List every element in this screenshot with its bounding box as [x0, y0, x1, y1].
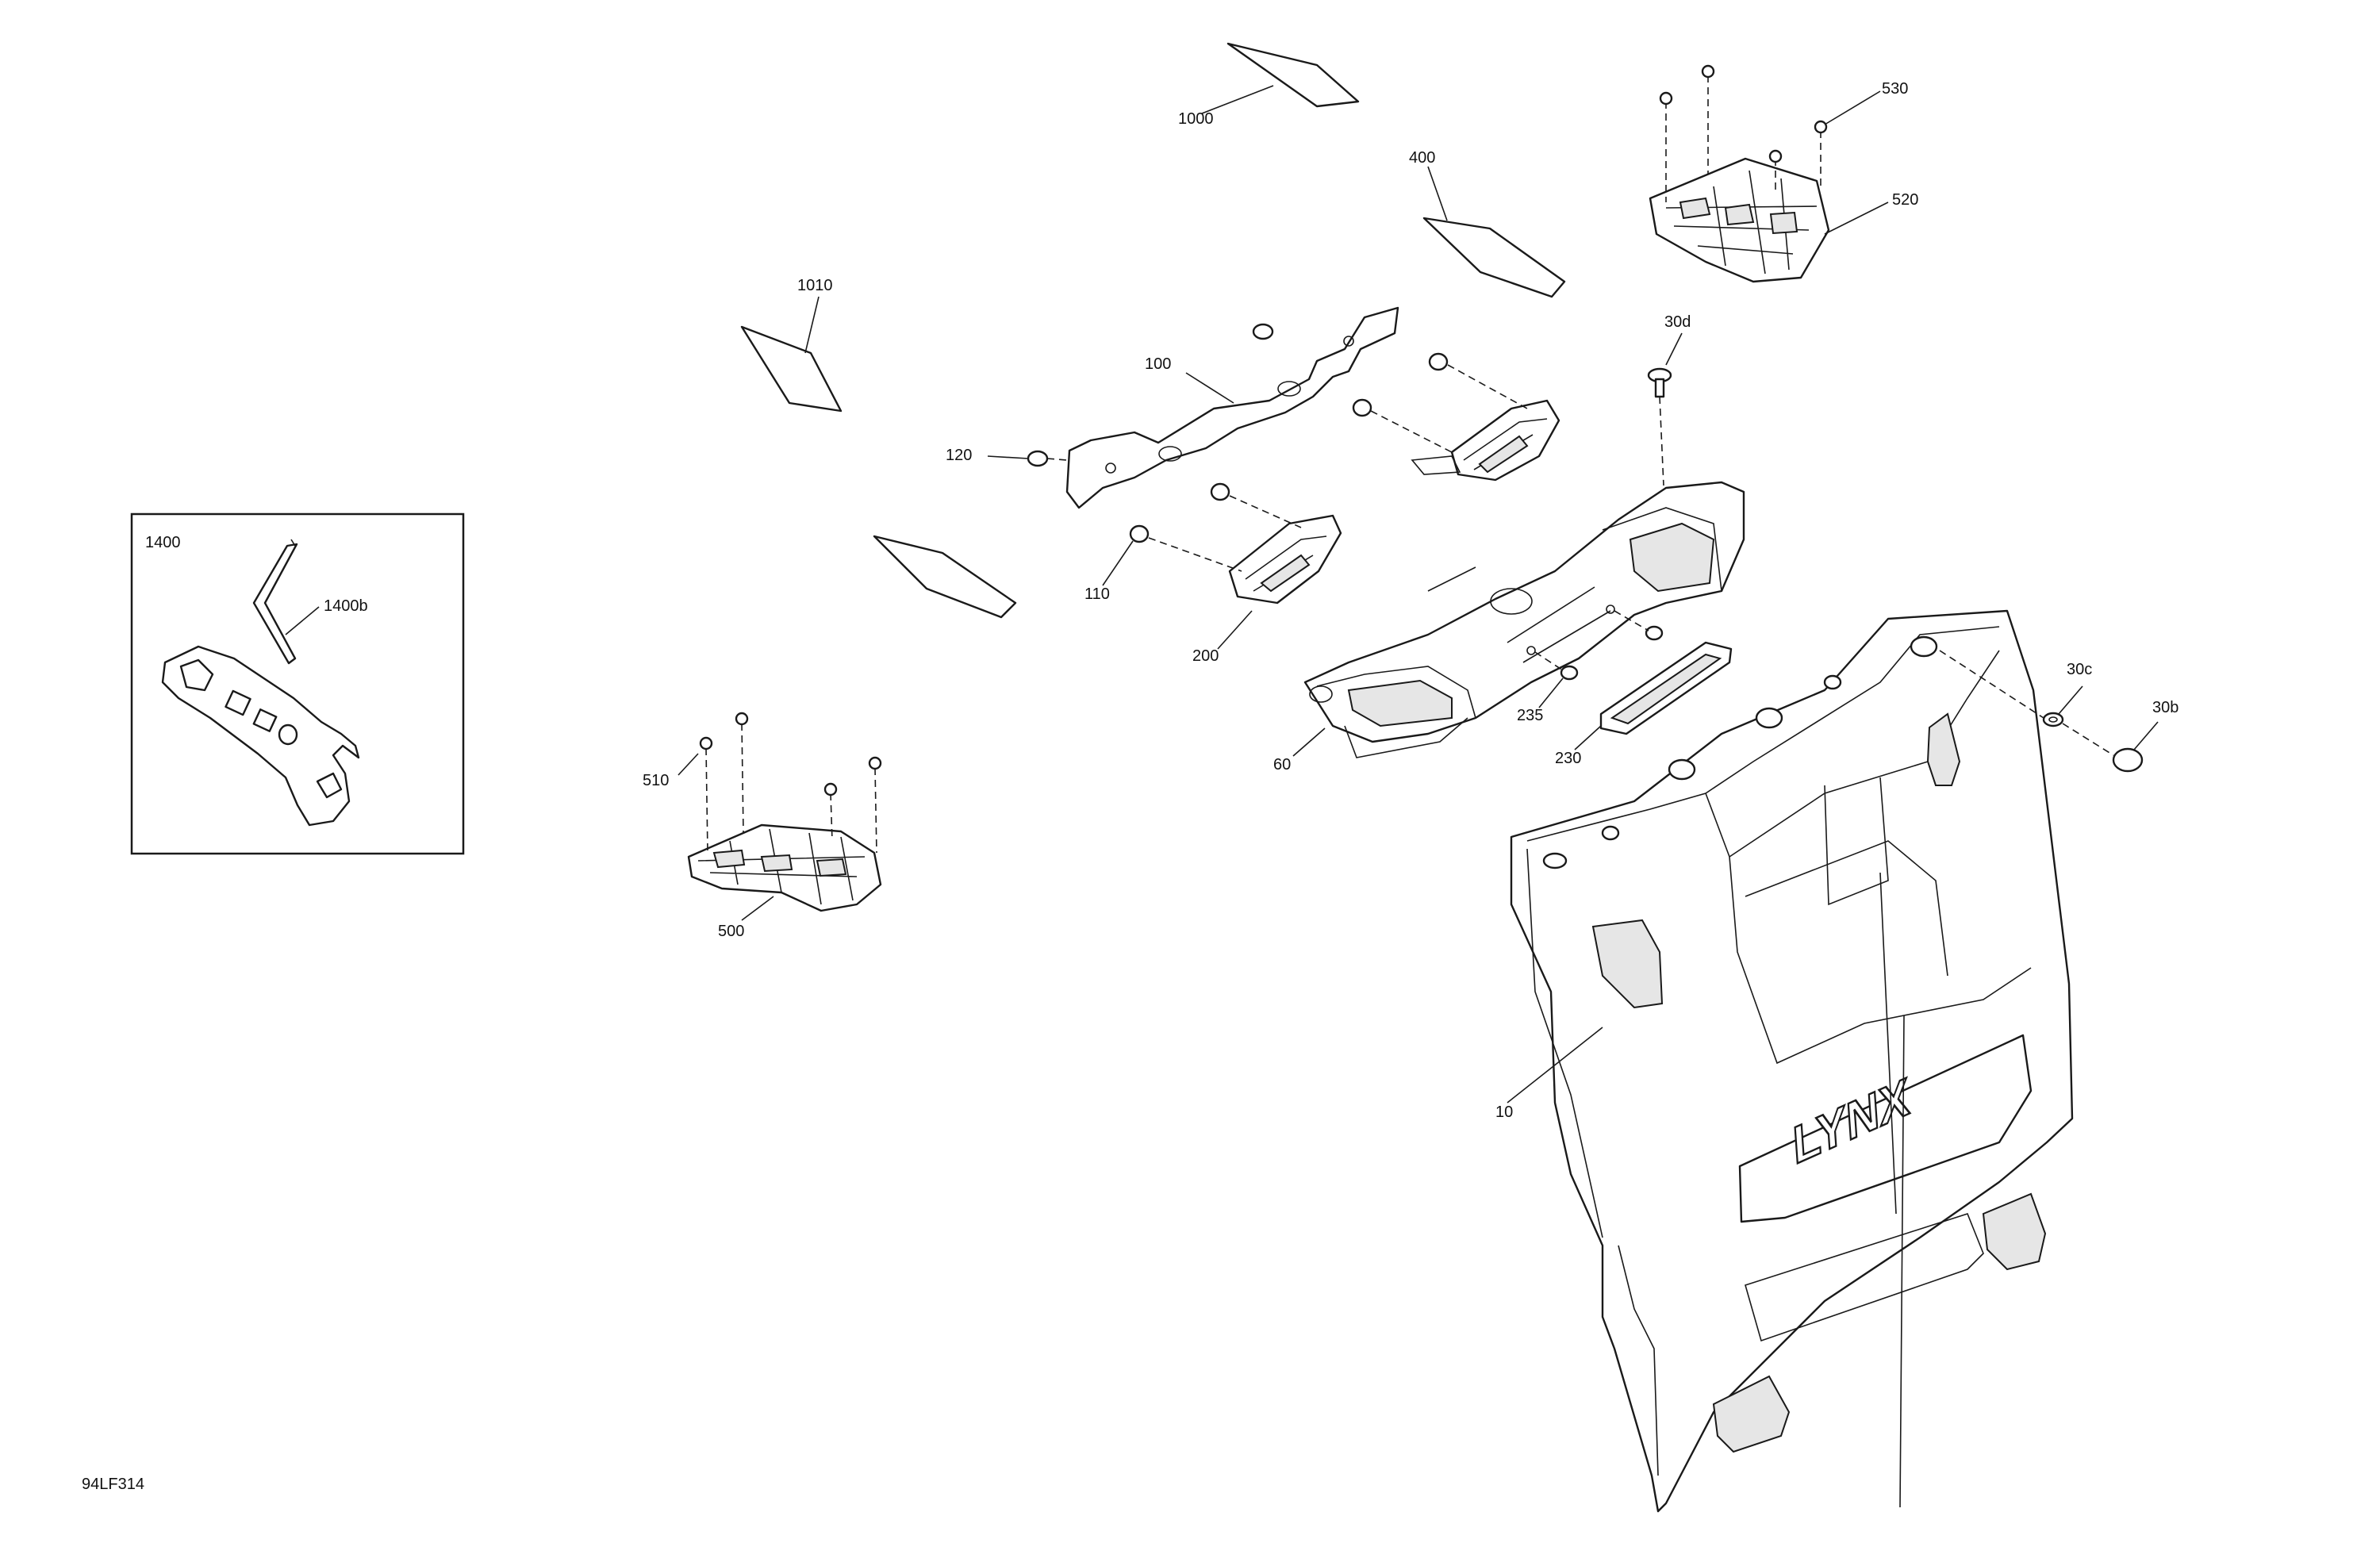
decal-1010: 1010 [740, 277, 843, 413]
callout-530: 530 [1882, 80, 1908, 98]
callout-10: 10 [1495, 1104, 1513, 1121]
callout-120: 120 [946, 447, 972, 464]
callout-500: 500 [718, 923, 744, 940]
allen-key-1400b: 1400b [252, 539, 368, 665]
spanner-wrench [161, 645, 360, 827]
reflector-230: 230 [1555, 641, 1733, 767]
grommets-235: 235 [1517, 605, 1664, 724]
bracket-100: 100 [1065, 306, 1399, 509]
callout-400: 400 [1409, 149, 1435, 167]
leader-200: 200 [1192, 610, 1253, 665]
reference-code: 94LF314 [82, 1476, 144, 1493]
rack-500: 500 [687, 823, 882, 940]
callout-510: 510 [643, 772, 669, 789]
housing-60: 60 [1273, 481, 1745, 773]
nuts-110: 110 [1084, 352, 1528, 603]
callout-200: 200 [1192, 647, 1219, 665]
callout-1400b: 1400b [324, 597, 368, 615]
callout-60: 60 [1273, 756, 1291, 773]
decal-400: 400 [1409, 149, 1566, 298]
callout-235: 235 [1517, 707, 1543, 724]
cap-30b: 30b [2062, 699, 2178, 773]
callout-230: 230 [1555, 750, 1581, 767]
washer-30c: 30c [1939, 650, 2092, 727]
decal-1000: 1000 [1178, 42, 1360, 128]
callout-30c: 30c [2067, 661, 2092, 678]
inset-title: 1400 [145, 534, 181, 551]
callout-100: 100 [1145, 355, 1171, 373]
callout-30b: 30b [2152, 699, 2178, 716]
callout-1010: 1010 [797, 277, 833, 294]
callout-110: 110 [1084, 585, 1110, 603]
callout-1000: 1000 [1178, 110, 1214, 128]
callout-520: 520 [1892, 191, 1918, 209]
rear-flap-10: LYNX 10 [1495, 609, 2074, 1513]
light-200-left [1228, 514, 1342, 605]
light-200-right [1411, 399, 1560, 482]
screws-530: 530 [1659, 64, 1908, 202]
bushing-120: 120 [946, 323, 1274, 467]
screws-510: 510 [643, 712, 882, 854]
screw-30d: 30d [1647, 313, 1691, 486]
rack-520: 520 [1649, 157, 1918, 283]
decal-lower [873, 535, 1017, 619]
tool-kit-inset-1400: 1400 1400b [130, 512, 465, 855]
callout-30d: 30d [1664, 313, 1691, 331]
